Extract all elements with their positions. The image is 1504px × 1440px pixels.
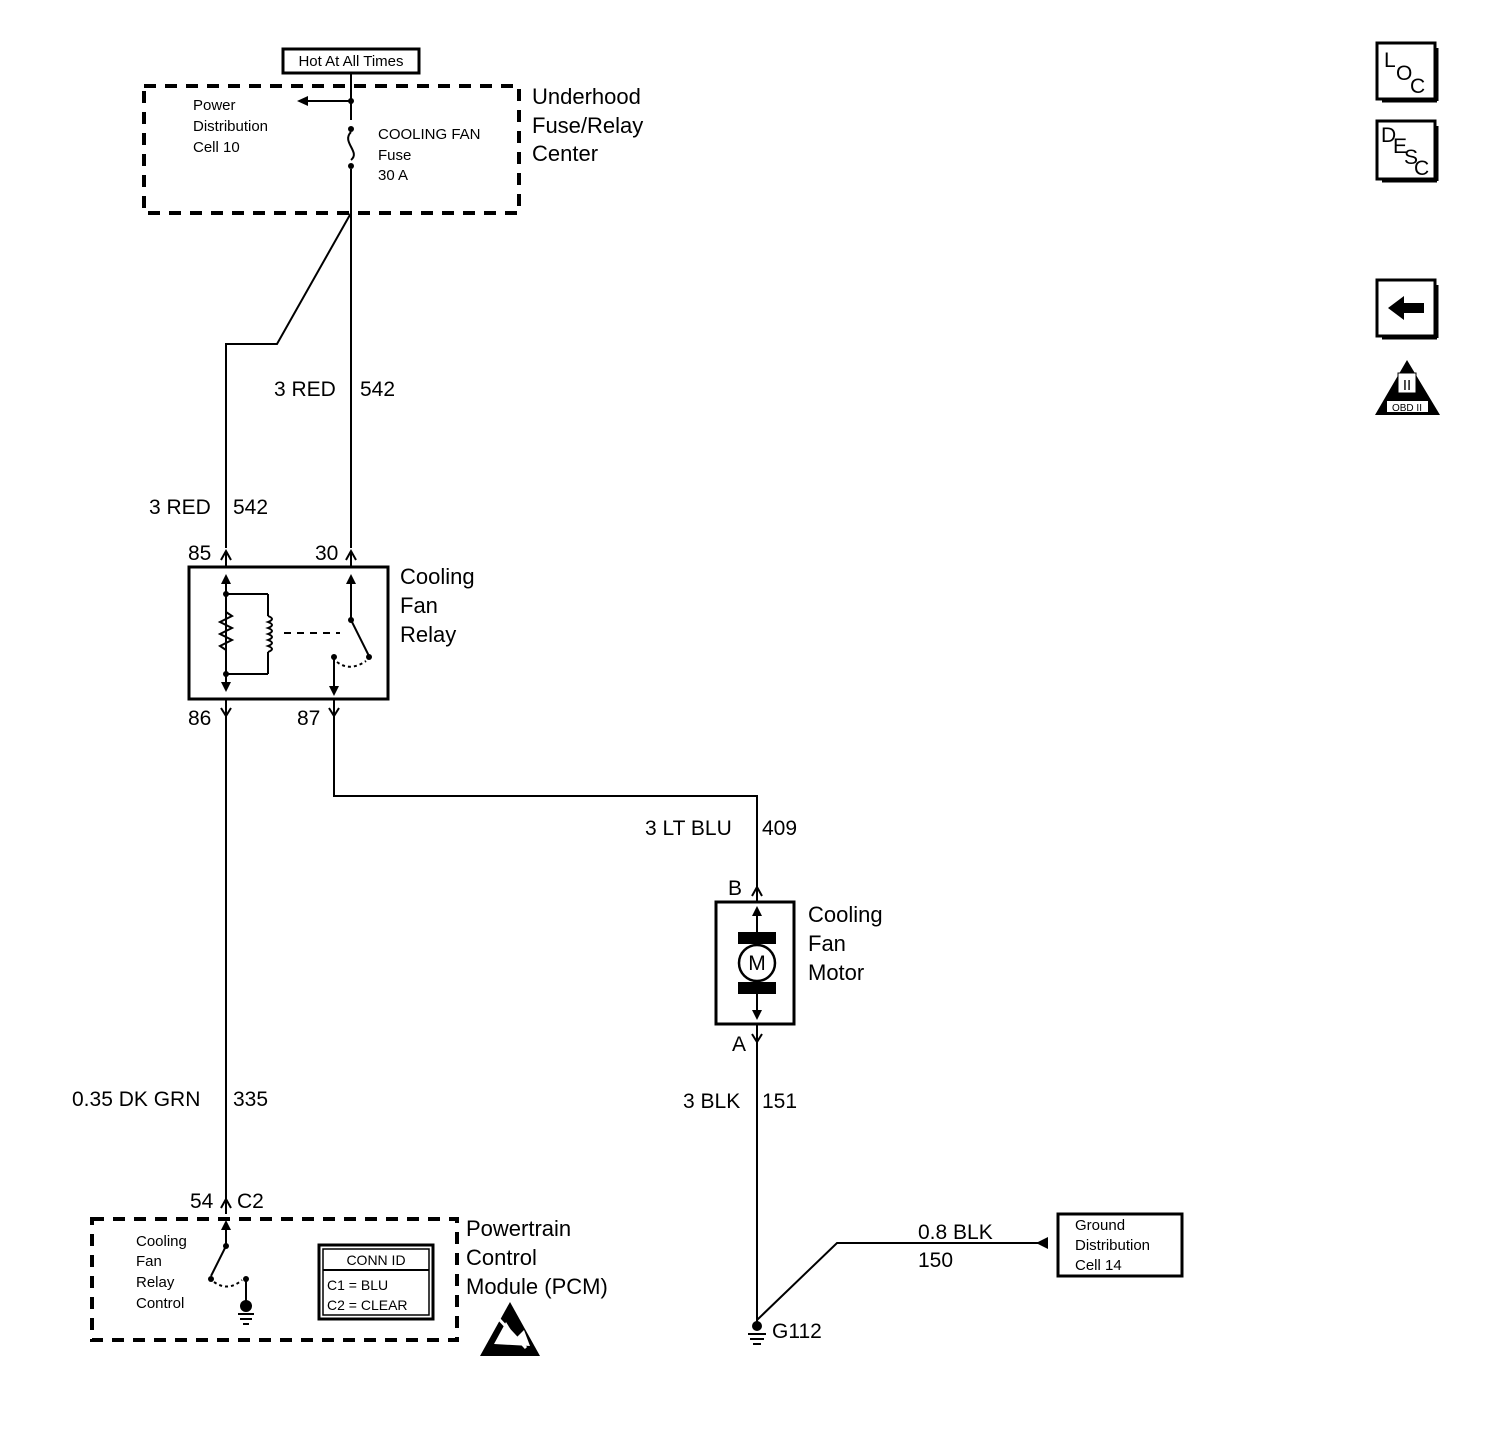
relay-name: Cooling Fan Relay bbox=[400, 564, 481, 647]
power-distribution-arrow-icon bbox=[297, 96, 308, 106]
loc-letter-l: L bbox=[1384, 49, 1396, 72]
back-arrow-icon bbox=[1388, 296, 1424, 320]
fuse-center-name: Underhood Fuse/Relay Center bbox=[532, 84, 649, 166]
relay-switch-icon bbox=[350, 619, 370, 657]
fuse-icon bbox=[347, 126, 355, 213]
relay-pin-30: 30 bbox=[315, 542, 338, 565]
wire-335-color: 0.35 DK GRN bbox=[72, 1088, 200, 1111]
motor-symbol: M bbox=[748, 952, 766, 975]
desc-button[interactable]: D E S C bbox=[1375, 119, 1439, 183]
wire-409: 3 LT BLU 409 bbox=[333, 716, 797, 887]
wire-151-circuit: 151 bbox=[762, 1090, 797, 1113]
ground-distribution-box: Ground Distribution Cell 14 bbox=[1056, 1212, 1184, 1278]
cooling-fan-relay: 85 30 86 87 Cooling F bbox=[187, 542, 481, 730]
motor-icon bbox=[737, 943, 777, 983]
esd-warning-icon bbox=[480, 1302, 540, 1356]
motor-name: Cooling Fan Motor bbox=[808, 902, 889, 985]
pcm-connector-c2: C2 bbox=[237, 1190, 264, 1213]
cooling-fan-motor: B M A Cooling Fan Motor bbox=[714, 877, 889, 1056]
wire-542-upper-color: 3 RED bbox=[274, 378, 336, 401]
wire-542-upper-circuit: 542 bbox=[360, 378, 395, 401]
desc-letter-e: E bbox=[1393, 135, 1407, 158]
wire-335-circuit: 335 bbox=[233, 1088, 268, 1111]
relay-pin-87: 87 bbox=[297, 707, 320, 730]
wire-542-left-circuit: 542 bbox=[233, 496, 268, 519]
wire-542: 3 RED 542 3 RED 542 bbox=[149, 212, 395, 548]
relay-resistor-icon bbox=[217, 611, 235, 651]
loc-letter-c: C bbox=[1410, 75, 1425, 98]
wire-151-color: 3 BLK bbox=[683, 1090, 740, 1113]
conn-id-title: CONN ID bbox=[346, 1252, 405, 1268]
back-button[interactable] bbox=[1375, 278, 1439, 340]
wire-150-circuit: 150 bbox=[918, 1249, 953, 1272]
cooling-fan-fuse-label: COOLING FAN Fuse 30 A bbox=[378, 126, 485, 184]
pcm-pin-54: 54 bbox=[190, 1190, 214, 1213]
desc-letter-d: D bbox=[1381, 124, 1396, 147]
wire-409-color: 3 LT BLU bbox=[645, 817, 732, 840]
desc-letter-s: S bbox=[1404, 146, 1418, 169]
desc-letter-c: C bbox=[1414, 157, 1429, 180]
obd-ii-icon[interactable]: II OBD II bbox=[1375, 360, 1440, 415]
wire-150-color: 0.8 BLK bbox=[918, 1221, 993, 1244]
power-distribution-label: Power Distribution Cell 10 bbox=[193, 97, 272, 156]
wire-409-circuit: 409 bbox=[762, 817, 797, 840]
relay-pin-85: 85 bbox=[188, 542, 211, 565]
relay-pin-86: 86 bbox=[188, 707, 211, 730]
pcm-control-label: Cooling Fan Relay Control bbox=[136, 1233, 191, 1312]
hot-at-all-times-box: Hot At All Times bbox=[281, 47, 421, 75]
loc-letter-o: O bbox=[1396, 62, 1412, 85]
pcm-name: Powertrain Control Module (PCM) bbox=[466, 1216, 608, 1299]
motor-pin-a: A bbox=[732, 1033, 746, 1056]
ground-distribution-label: Ground Distribution Cell 14 bbox=[1075, 1217, 1154, 1274]
conn-id-c1: C1 = BLU bbox=[327, 1277, 388, 1293]
motor-pin-b: B bbox=[728, 877, 742, 900]
hot-label: Hot At All Times bbox=[298, 53, 403, 70]
underhood-fuse-relay-center: Underhood Fuse/Relay Center Power Distri… bbox=[142, 73, 649, 215]
ground-g112: G112 bbox=[748, 1320, 822, 1345]
wire-542-left-color: 3 RED bbox=[149, 496, 211, 519]
obd-roman: II bbox=[1403, 377, 1411, 394]
wire-150: 0.8 BLK 150 bbox=[756, 1221, 1048, 1321]
ground-g112-label: G112 bbox=[772, 1320, 822, 1343]
conn-id-table: CONN ID C1 = BLU C2 = CLEAR bbox=[317, 1243, 435, 1321]
pcm-switch-icon bbox=[210, 1245, 227, 1277]
relay-coil-icon bbox=[265, 615, 273, 653]
wire-335: 0.35 DK GRN 335 bbox=[72, 716, 268, 1200]
wire-151: 3 BLK 151 bbox=[683, 1042, 797, 1322]
conn-id-c2: C2 = CLEAR bbox=[327, 1297, 408, 1313]
loc-button[interactable]: L O C bbox=[1375, 41, 1439, 103]
powertrain-control-module: 54 C2 Cooling Fan Relay Control CONN ID … bbox=[90, 1190, 608, 1356]
obd-label: OBD II bbox=[1392, 403, 1422, 414]
